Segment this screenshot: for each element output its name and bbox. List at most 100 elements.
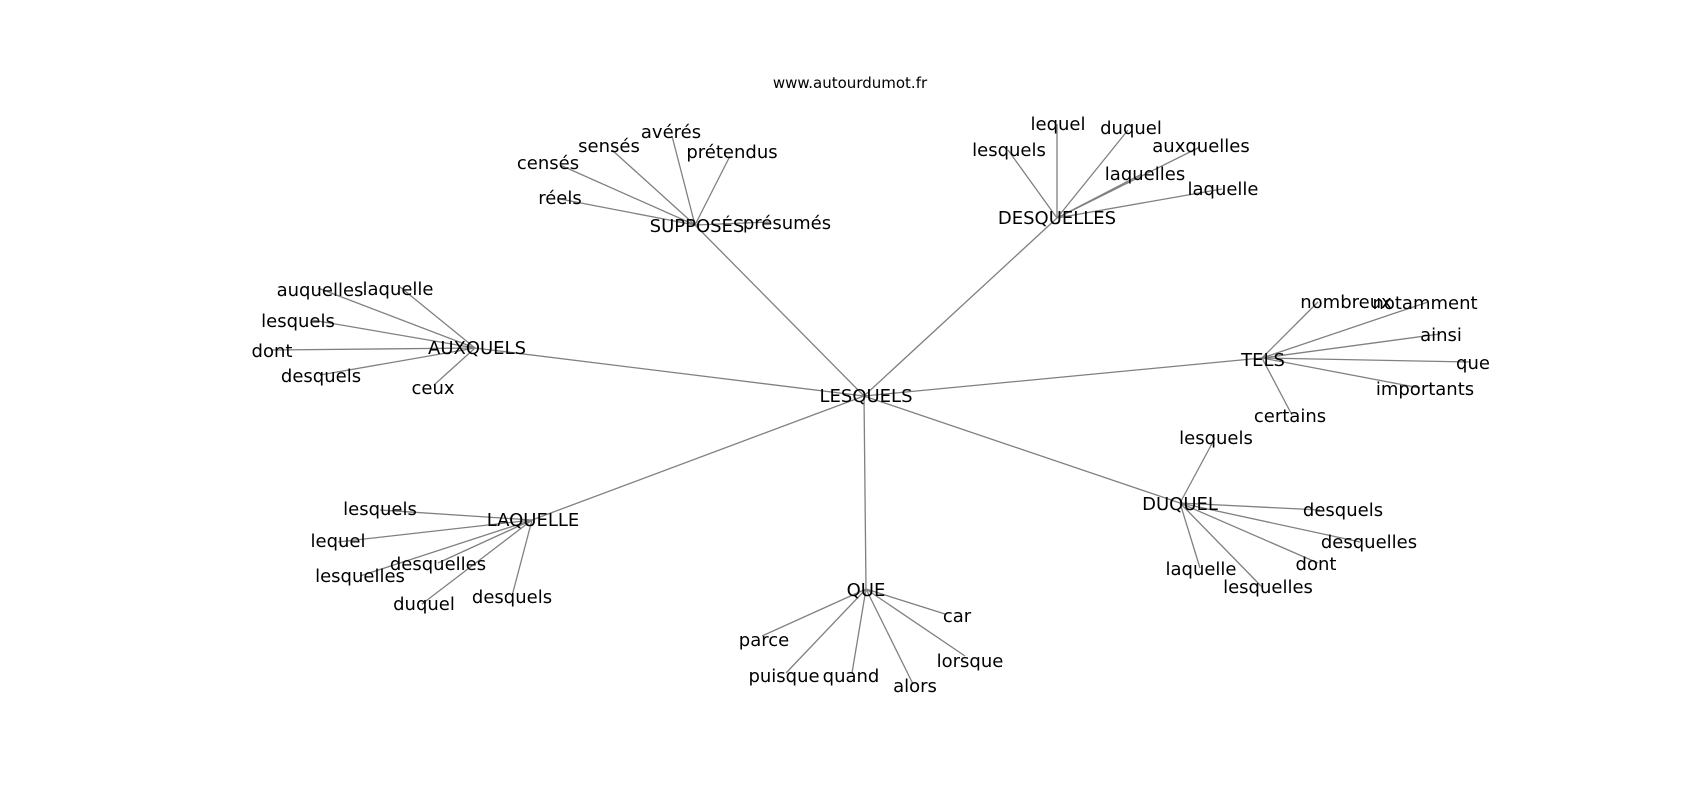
leaf-word: desquels	[472, 587, 552, 608]
edge	[1007, 149, 1058, 219]
edge	[694, 224, 865, 397]
leaf-word: dont	[252, 341, 293, 362]
leaf-word: laquelle	[362, 279, 433, 300]
leaf-word: présumés	[743, 213, 831, 234]
graph-edges	[271, 124, 1471, 685]
leaf-word: notamment	[1372, 293, 1477, 314]
leaf-word: lequel	[1031, 114, 1086, 135]
edge	[437, 519, 533, 564]
leaf-word: que	[1456, 353, 1490, 374]
edge	[1056, 188, 1223, 219]
leaf-word: prétendus	[686, 142, 777, 163]
edge	[271, 347, 476, 351]
edge	[611, 149, 696, 226]
edge	[1179, 502, 1263, 588]
leaf-word: laquelle	[1187, 179, 1258, 200]
edge	[851, 588, 867, 674]
edge	[359, 519, 533, 577]
leaf-word: desquels	[281, 366, 361, 387]
hub-word: LAQUELLE	[487, 510, 580, 531]
leaf-word: ainsi	[1420, 325, 1462, 346]
graph-labels: www.autourdumot.fr LESQUELS SUPPOSÉS cen…	[252, 74, 1490, 697]
leaf-word: auquelles	[277, 280, 364, 301]
leaf-word: car	[943, 606, 972, 627]
edge	[1261, 357, 1421, 389]
edge	[319, 347, 476, 376]
leaf-word: lesquels	[343, 499, 417, 520]
leaf-word: lesquels	[1179, 428, 1253, 449]
hub-word: SUPPOSÉS	[650, 215, 745, 237]
edge	[559, 164, 696, 226]
hub-word: TELS	[1240, 350, 1285, 371]
leaf-word: lesquelles	[315, 566, 405, 587]
edge	[559, 198, 696, 226]
edge	[399, 286, 476, 349]
leaf-word: réels	[538, 188, 582, 209]
leaf-word: auxquelles	[1152, 136, 1249, 157]
leaf-word: alors	[893, 676, 937, 697]
leaf-word: laquelles	[1105, 164, 1185, 185]
edge	[761, 588, 867, 637]
edge	[317, 287, 476, 349]
leaf-word: lesquelles	[1223, 577, 1313, 598]
leaf-word: lequel	[311, 531, 366, 552]
hub-word: DUQUEL	[1142, 494, 1218, 515]
edge	[1261, 301, 1319, 359]
edge	[337, 519, 533, 543]
edge	[1261, 357, 1471, 363]
leaf-word: puisque	[748, 666, 819, 687]
leaf-word: importants	[1376, 379, 1474, 400]
hub-word: QUE	[847, 580, 886, 601]
leaf-word: avérés	[641, 122, 701, 143]
edge	[1179, 502, 1201, 569]
site-url: www.autourdumot.fr	[773, 74, 928, 92]
edge	[379, 509, 533, 521]
edge	[865, 588, 946, 615]
edge	[863, 217, 1058, 397]
edge	[1179, 502, 1319, 564]
leaf-word: lorsque	[937, 651, 1004, 672]
edge	[311, 319, 476, 349]
leaf-word: desquels	[1303, 500, 1383, 521]
leaf-word: lesquels	[261, 311, 335, 332]
leaf-word: parce	[739, 630, 789, 651]
leaf-word: desquelles	[1321, 532, 1417, 553]
leaf-word: duquel	[1100, 118, 1162, 139]
leaf-word: dont	[1296, 554, 1337, 575]
edge	[785, 588, 867, 674]
edge	[865, 588, 966, 657]
edge	[1261, 357, 1293, 416]
edge	[511, 519, 533, 597]
edge	[671, 135, 696, 226]
edge	[1056, 129, 1129, 219]
edge	[694, 155, 731, 226]
edge	[474, 347, 865, 397]
hub-word: AUXQUELS	[428, 338, 526, 359]
edge	[1179, 437, 1216, 504]
leaf-word: nombreux	[1300, 292, 1392, 313]
leaf-word: lesquels	[972, 140, 1046, 161]
leaf-word: ceux	[411, 378, 454, 399]
leaf-word: censés	[517, 153, 579, 174]
center-word: LESQUELS	[820, 386, 913, 407]
edge	[863, 395, 867, 590]
hub-word: DESQUELLES	[998, 208, 1116, 229]
edge	[863, 395, 1181, 504]
leaf-word: desquelles	[390, 554, 486, 575]
edge	[1056, 173, 1143, 219]
leaf-word: quand	[823, 666, 880, 687]
edge	[863, 357, 1263, 397]
edge	[1261, 301, 1429, 359]
leaf-word: laquelle	[1165, 559, 1236, 580]
leaf-word: certains	[1254, 406, 1326, 427]
edge	[1179, 502, 1321, 511]
leaf-word: sensés	[578, 136, 640, 157]
edge	[865, 588, 914, 685]
leaf-word: duquel	[393, 594, 455, 615]
edge	[1179, 502, 1361, 543]
edge	[433, 347, 476, 386]
edge	[694, 221, 771, 226]
edge	[531, 395, 865, 521]
edge	[421, 519, 533, 605]
